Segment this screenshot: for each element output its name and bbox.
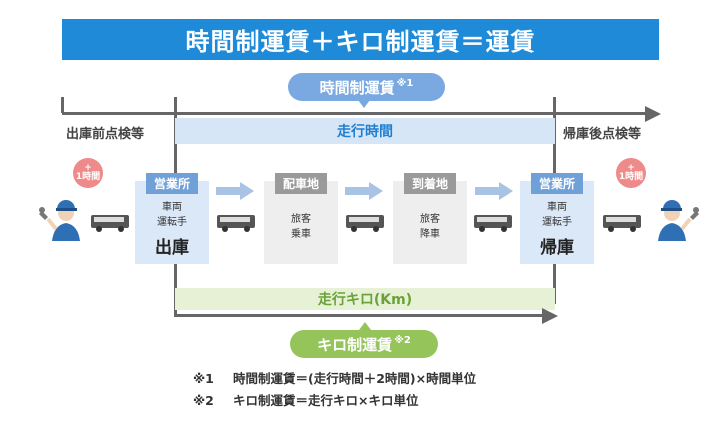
note-mark: ※1 <box>193 371 214 386</box>
time-axis-tick-start <box>61 97 64 113</box>
mechanic-icon <box>39 200 80 241</box>
arrival-box: 到着地 旅客降車 <box>393 173 467 264</box>
box-line1: 旅客 <box>291 214 311 225</box>
km-axis-tick-right <box>553 264 556 304</box>
bus-icon <box>346 215 384 232</box>
box-tag: 到着地 <box>403 173 457 194</box>
pre-inspection-label: 出庫前点検等 <box>66 127 145 142</box>
time-fare-label: 時間制運賃 <box>319 78 395 97</box>
time-axis-line <box>62 112 646 115</box>
driving-km-band: 走行キロ(Km) <box>175 288 555 310</box>
note-mark: ※2 <box>193 393 214 408</box>
page-title: 時間制運賃＋キロ制運賃＝運賃 <box>62 19 659 60</box>
time-fare-pill: 時間制運賃※1 <box>288 73 445 101</box>
km-axis-line <box>174 314 543 317</box>
arrow-right-icon <box>475 182 513 200</box>
box-line2: 乗車 <box>291 228 311 240</box>
km-fare-label: キロ制運賃 <box>317 335 393 354</box>
box-tag: 営業所 <box>530 173 584 194</box>
post-inspection-label: 帰庫後点検等 <box>563 127 642 142</box>
km-fare-pill: キロ制運賃※2 <box>290 330 438 358</box>
km-fare-pointer <box>359 322 371 330</box>
plus-one-hour-left: + 1時間 <box>73 158 103 188</box>
one-hour-text: 1時間 <box>618 172 644 182</box>
driving-km-label: 走行キロ(Km) <box>317 292 413 308</box>
box-line1: 旅客 <box>420 214 440 225</box>
box-big-text: 出庫 <box>155 238 189 258</box>
driving-time-label: 走行時間 <box>337 124 393 140</box>
box-line2: 降車 <box>420 228 440 240</box>
note-2: ※2 キロ制運賃＝走行キロ×キロ単位 <box>193 390 418 409</box>
time-fare-pointer <box>358 100 370 108</box>
plus-sign: + <box>84 162 92 173</box>
box-big-text: 帰庫 <box>540 238 574 258</box>
time-axis-arrowhead <box>645 106 661 122</box>
one-hour-text: 1時間 <box>75 172 101 182</box>
box-line2: 運転手 <box>542 216 572 228</box>
arrow-right-icon <box>345 182 383 200</box>
box-tag: 配車地 <box>274 173 328 194</box>
plus-sign: + <box>627 162 635 173</box>
bus-icon <box>603 215 641 232</box>
box-line2: 運転手 <box>157 216 187 228</box>
depot-return-box: 営業所 車両運転手 帰庫 <box>520 173 594 264</box>
pickup-box: 配車地 旅客乗車 <box>264 173 338 264</box>
km-axis-arrowhead <box>542 308 558 324</box>
note-text: 時間制運賃＝(走行時間＋2時間)×時間単位 <box>233 371 477 386</box>
note-1: ※1 時間制運賃＝(走行時間＋2時間)×時間単位 <box>193 368 476 387</box>
depot-departure-box: 営業所 車両運転手 出庫 <box>135 173 209 264</box>
time-fare-note-ref: ※1 <box>396 77 414 89</box>
plus-one-hour-right: + 1時間 <box>616 158 646 188</box>
bus-icon <box>474 215 512 232</box>
box-line1: 車両 <box>162 202 182 213</box>
bus-icon <box>217 215 255 232</box>
bus-icon <box>91 215 129 232</box>
km-fare-note-ref: ※2 <box>394 334 411 346</box>
note-text: キロ制運賃＝走行キロ×キロ単位 <box>233 393 419 408</box>
box-tag: 営業所 <box>145 173 199 194</box>
box-line1: 車両 <box>547 202 567 213</box>
mechanic-icon <box>658 200 699 241</box>
arrow-right-icon <box>216 182 254 200</box>
driving-time-band: 走行時間 <box>175 118 555 144</box>
